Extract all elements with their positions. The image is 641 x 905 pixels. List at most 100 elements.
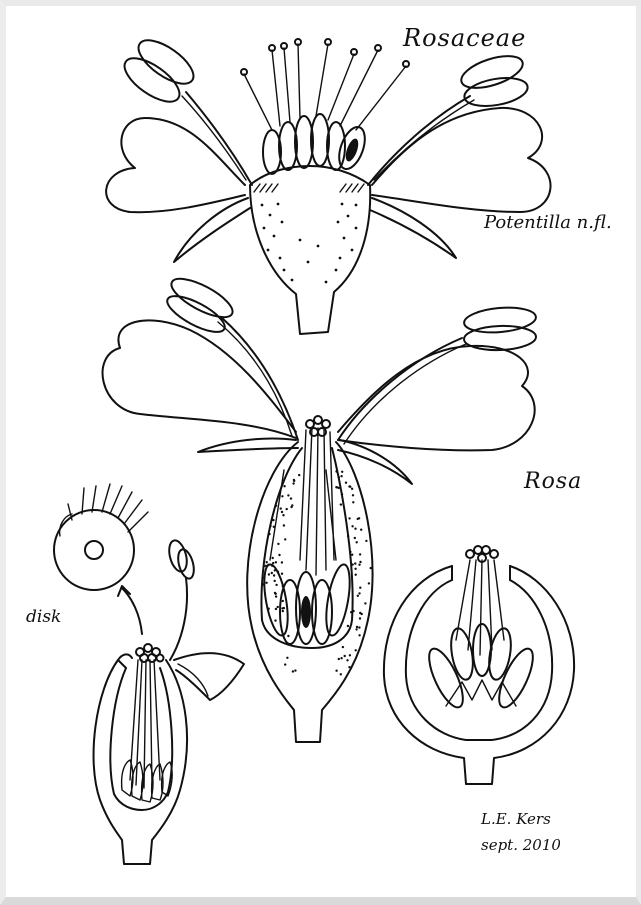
stipple-dot: [273, 574, 275, 576]
stipple-dot: [351, 563, 353, 565]
stipple-dot: [357, 595, 359, 597]
stipple-dot: [275, 584, 277, 586]
stipple-dot: [351, 488, 353, 490]
stipple-dot: [357, 518, 359, 520]
stipple-dot: [275, 561, 277, 563]
stipple-dot: [284, 538, 286, 540]
stipple-dot: [338, 476, 340, 478]
disk-pointer-arrow: [118, 586, 142, 634]
stipple-dot: [354, 562, 356, 564]
stipple-dot: [287, 494, 289, 496]
rosa-left-sepal: [198, 439, 298, 453]
stipple-dot: [290, 497, 292, 499]
stipple-dot: [368, 582, 370, 584]
small-flower-section: [94, 538, 244, 864]
stipple-dot: [370, 567, 372, 569]
rosa-right-filament: [338, 338, 462, 440]
stipple-dot: [277, 606, 279, 608]
stipple-dot: [358, 564, 360, 566]
stipple-dot: [274, 592, 276, 594]
stipple-dot: [281, 495, 283, 497]
stipple-dot: [349, 486, 351, 488]
date-label: sept. 2010: [481, 838, 561, 853]
stipple-dot: [298, 474, 300, 476]
stipple-dot: [287, 635, 289, 637]
stipple-dot: [342, 646, 344, 648]
stipple-dot: [281, 573, 283, 575]
stipple-dot: [280, 507, 282, 509]
rosa-label: Rosa: [524, 471, 582, 493]
stipple-dot: [338, 658, 340, 660]
stipple-dot: [291, 504, 293, 506]
small-stigma-cluster: [136, 644, 164, 662]
stipple-dot: [347, 625, 349, 627]
small-achenes: [122, 760, 173, 802]
author-signature: L.E. Kers: [481, 812, 551, 827]
hip-right-styles: [456, 560, 504, 655]
small-rim-left: [118, 654, 132, 668]
stipple-dot: [359, 553, 361, 555]
potentilla-rim-hatching-left: [254, 184, 278, 192]
stipple-dot: [275, 608, 277, 610]
stipple-dot: [345, 482, 347, 484]
stipple-dot: [347, 535, 349, 537]
disk-detail: [54, 484, 148, 634]
stipple-dot: [340, 475, 342, 477]
small-petal-vein: [178, 664, 208, 696]
disk-label: disk: [26, 609, 61, 626]
stipple-dot: [293, 480, 295, 482]
stipple-dot: [282, 514, 284, 516]
potentilla-right-sepal: [370, 198, 456, 258]
stipple-dot: [356, 626, 358, 628]
stipple-dot: [358, 592, 360, 594]
stipple-dot: [292, 482, 294, 484]
stipple-dot: [355, 628, 357, 630]
rosa-right-filament-inner: [344, 344, 466, 444]
stipple-dot: [266, 561, 268, 563]
stipple-dot: [269, 525, 271, 527]
stipple-dot: [271, 572, 273, 574]
disk-outer-ring: [54, 510, 134, 590]
stipple-dot: [346, 659, 348, 661]
stipple-dot: [335, 670, 337, 672]
stipple-dot: [361, 613, 363, 615]
stipple-dot: [365, 540, 367, 542]
stipple-dot: [274, 580, 276, 582]
stipple-dot: [358, 626, 360, 628]
stipple-dot: [355, 574, 357, 576]
stipple-dot: [286, 657, 288, 659]
potentilla-label: Potentilla n.fl.: [484, 214, 612, 232]
stipple-dot: [281, 511, 283, 513]
small-anther: [166, 538, 197, 580]
hip-longitudinal-section: [384, 546, 574, 784]
stipple-dot: [275, 595, 277, 597]
stipple-dot: [348, 666, 350, 668]
stipple-dot: [277, 543, 279, 545]
stipple-dot: [274, 619, 276, 621]
stipple-dot: [352, 610, 354, 612]
potentilla-right-anther: [458, 50, 530, 111]
stipple-dot: [354, 568, 356, 570]
stipple-dot: [350, 611, 352, 613]
stipple-dot: [359, 561, 361, 563]
stipple-dot: [272, 562, 274, 564]
stipple-dot: [278, 554, 280, 556]
stipple-dot: [341, 471, 343, 473]
stipple-dot: [263, 565, 265, 567]
stipple-dot: [292, 670, 294, 672]
potentilla-left-anther: [118, 32, 200, 110]
potentilla-right-filament-inner: [374, 100, 474, 180]
stipple-dot: [349, 654, 351, 656]
stipple-dot: [268, 533, 270, 535]
stipple-dot: [354, 528, 356, 530]
small-petal: [174, 653, 244, 700]
potentilla-left-filament-inner: [182, 96, 246, 180]
stipple-dot: [265, 582, 267, 584]
potentilla-rim-hatching-right: [340, 184, 364, 192]
stipple-dot: [281, 607, 283, 609]
stipple-dot: [360, 529, 362, 531]
stipple-dot: [268, 573, 270, 575]
stipple-dot: [283, 485, 285, 487]
small-filament: [170, 578, 187, 660]
